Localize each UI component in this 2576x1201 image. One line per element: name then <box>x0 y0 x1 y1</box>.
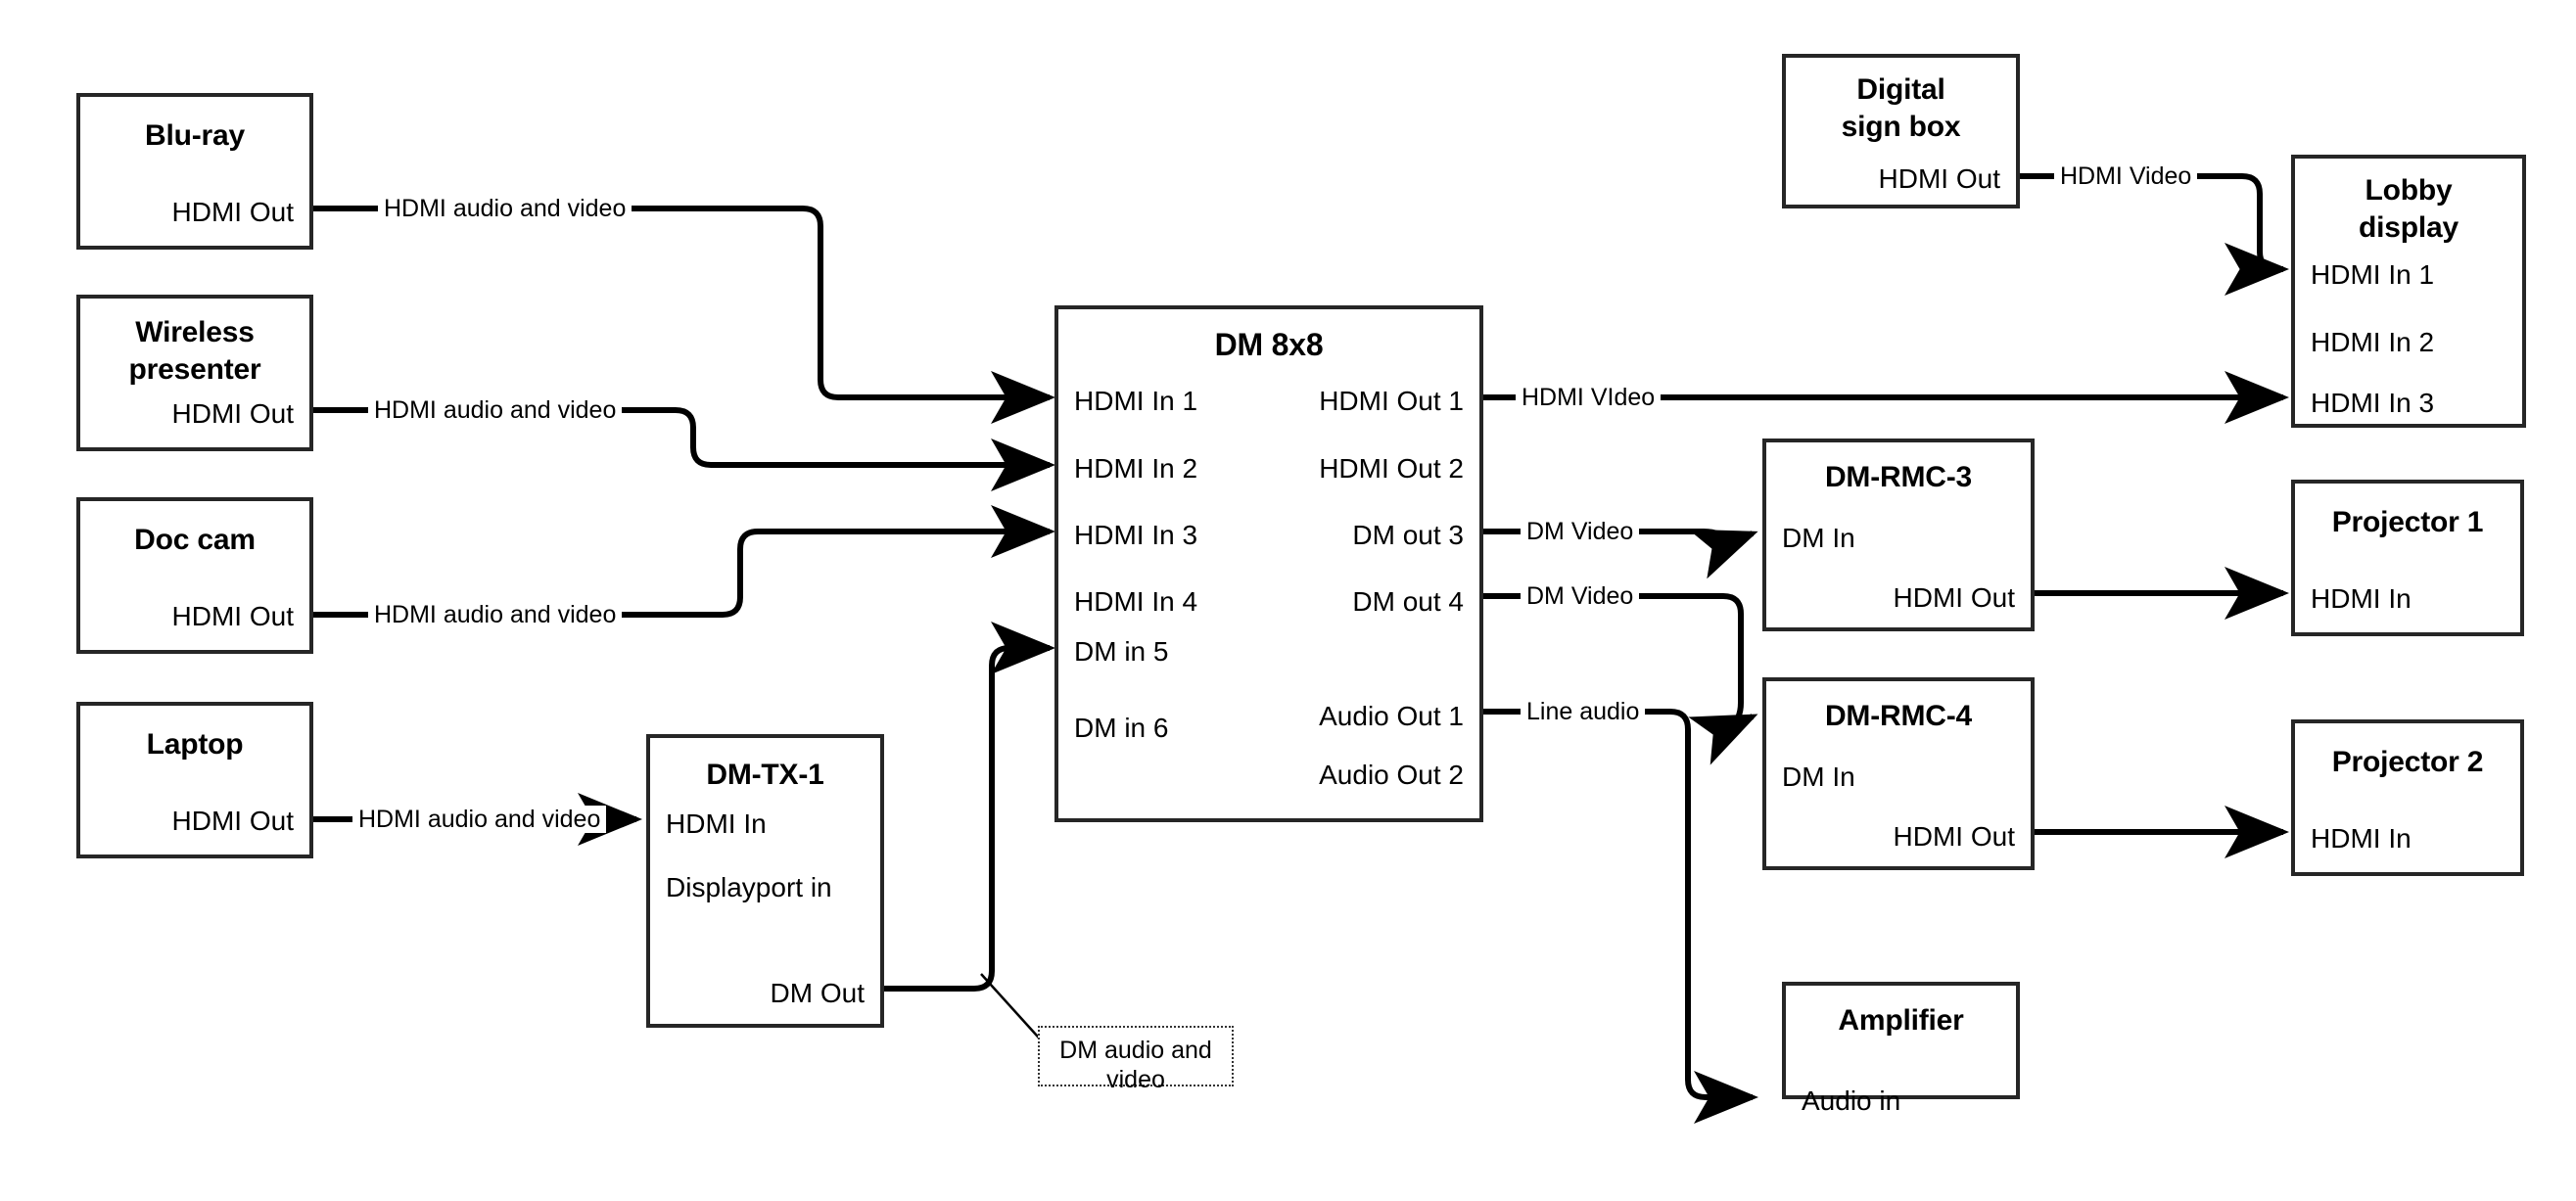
wire-label-digitalsign-to-lobby: HDMI Video <box>2054 162 2198 190</box>
node-dm-tx-1-title: DM-TX-1 <box>706 759 824 791</box>
port-dmrmc4-dm-in[interactable]: DM In <box>1782 762 1855 792</box>
port-dmtx1-dm-out[interactable]: DM Out <box>770 978 865 1008</box>
node-dm-8x8-title: DM 8x8 <box>1214 327 1324 362</box>
node-digital-sign-box-title: Digital sign box <box>1841 73 1961 143</box>
port-dm8x8-hdmi-out-2[interactable]: HDMI Out 2 <box>1319 453 1464 484</box>
wire-label-dm8x8-dm-out-3: DM Video <box>1521 518 1640 545</box>
wire-label-bluray-to-dm8x8: HDMI audio and video <box>378 195 632 222</box>
node-dm-rmc-4[interactable]: DM-RMC-4 DM In HDMI Out <box>1762 677 2035 870</box>
note-leader-line <box>980 973 1047 1046</box>
node-bluray[interactable]: Blu-ray HDMI Out <box>76 93 313 250</box>
port-wireless-hdmi-out[interactable]: HDMI Out <box>171 398 294 429</box>
wire-dmtx1-to-dm8x8 <box>884 622 1055 992</box>
port-lobby-hdmi-in-1[interactable]: HDMI In 1 <box>2311 259 2435 290</box>
wire-digitalsign-to-lobby <box>2020 173 2289 296</box>
port-projector2-hdmi-in[interactable]: HDMI In <box>2311 823 2412 854</box>
port-dm8x8-audio-out-1[interactable]: Audio Out 1 <box>1319 701 1464 731</box>
node-dm-rmc-3[interactable]: DM-RMC-3 DM In HDMI Out <box>1762 439 2035 631</box>
port-lobby-hdmi-in-2[interactable]: HDMI In 2 <box>2311 327 2435 357</box>
wire-label-dm8x8-hdmi-out-1: HDMI VIdeo <box>1516 384 1662 411</box>
port-dmrmc3-dm-in[interactable]: DM In <box>1782 523 1855 553</box>
wire-label-wireless-to-dm8x8: HDMI audio and video <box>368 396 623 424</box>
wire-label-doccam-to-dm8x8: HDMI audio and video <box>368 601 623 628</box>
port-laptop-hdmi-out[interactable]: HDMI Out <box>171 806 294 836</box>
port-lobby-hdmi-in-3[interactable]: HDMI In 3 <box>2311 388 2435 418</box>
port-bluray-hdmi-out[interactable]: HDMI Out <box>171 197 294 227</box>
port-dm8x8-dm-in-5[interactable]: DM in 5 <box>1074 636 1169 667</box>
node-wireless-presenter-title: Wireless presenter <box>128 316 261 386</box>
port-dm8x8-hdmi-out-1[interactable]: HDMI Out 1 <box>1319 386 1464 416</box>
node-projector-2-title: Projector 2 <box>2331 746 2484 778</box>
node-doc-cam[interactable]: Doc cam HDMI Out <box>76 497 313 654</box>
port-dm8x8-hdmi-in-4[interactable]: HDMI In 4 <box>1074 586 1198 617</box>
node-laptop-title: Laptop <box>146 728 244 761</box>
port-dm8x8-dm-out-4[interactable]: DM out 4 <box>1352 586 1464 617</box>
port-dmrmc4-hdmi-out[interactable]: HDMI Out <box>1893 821 2015 852</box>
node-dm-tx-1[interactable]: DM-TX-1 HDMI In Displayport in DM Out <box>646 734 884 1028</box>
node-amplifier-title: Amplifier <box>1838 1004 1964 1037</box>
node-projector-1[interactable]: Projector 1 HDMI In <box>2291 480 2524 636</box>
port-dm8x8-dm-in-6[interactable]: DM in 6 <box>1074 713 1169 743</box>
wire-bluray-to-dm8x8 <box>313 206 1055 424</box>
node-bluray-title: Blu-ray <box>145 119 245 152</box>
port-doccam-hdmi-out[interactable]: HDMI Out <box>171 601 294 631</box>
node-projector-2[interactable]: Projector 2 HDMI In <box>2291 719 2524 876</box>
port-projector1-hdmi-in[interactable]: HDMI In <box>2311 583 2412 614</box>
port-dmrmc3-hdmi-out[interactable]: HDMI Out <box>1893 582 2015 613</box>
port-amplifier-audio-in[interactable]: Audio in <box>1802 1086 1901 1116</box>
node-lobby-display-title: Lobby display <box>2359 174 2459 244</box>
port-digitalsign-hdmi-out[interactable]: HDMI Out <box>1878 163 2000 194</box>
node-amplifier[interactable]: Amplifier Audio in <box>1782 982 2020 1116</box>
port-dm8x8-hdmi-in-2[interactable]: HDMI In 2 <box>1074 453 1198 484</box>
node-lobby-display[interactable]: Lobby display HDMI In 1 HDMI In 2 HDMI I… <box>2291 155 2526 428</box>
node-wireless-presenter[interactable]: Wireless presenter HDMI Out <box>76 295 313 451</box>
node-digital-sign-box[interactable]: Digital sign box HDMI Out <box>1782 54 2020 208</box>
wire-label-laptop-to-dmtx1: HDMI audio and video <box>352 806 607 833</box>
node-laptop[interactable]: Laptop HDMI Out <box>76 702 313 858</box>
node-dm-rmc-3-title: DM-RMC-3 <box>1824 461 1973 493</box>
node-dm-rmc-4-title: DM-RMC-4 <box>1824 700 1973 732</box>
port-dm8x8-dm-out-3[interactable]: DM out 3 <box>1352 520 1464 550</box>
node-dm-8x8[interactable]: DM 8x8 HDMI In 1 HDMI In 2 HDMI In 3 HDM… <box>1054 305 1483 822</box>
node-doc-cam-title: Doc cam <box>134 524 256 556</box>
wire-dm8x8-audioout1-to-amplifier <box>1483 709 1758 1124</box>
node-projector-1-title: Projector 1 <box>2331 506 2484 538</box>
wire-label-dm8x8-dm-out-4: DM Video <box>1521 582 1640 610</box>
wire-label-dm8x8-audio-out-1: Line audio <box>1521 698 1646 725</box>
note-dm-audio-and-video: DM audio and video <box>1038 1026 1234 1093</box>
note-dm-audio-and-video-text: DM audio and video <box>1059 1037 1212 1093</box>
port-dmtx1-displayport-in[interactable]: Displayport in <box>666 872 832 902</box>
port-dm8x8-hdmi-in-1[interactable]: HDMI In 1 <box>1074 386 1198 416</box>
port-dm8x8-audio-out-2[interactable]: Audio Out 2 <box>1319 760 1464 790</box>
port-dmtx1-hdmi-in[interactable]: HDMI In <box>666 808 767 839</box>
port-dm8x8-hdmi-in-3[interactable]: HDMI In 3 <box>1074 520 1198 550</box>
